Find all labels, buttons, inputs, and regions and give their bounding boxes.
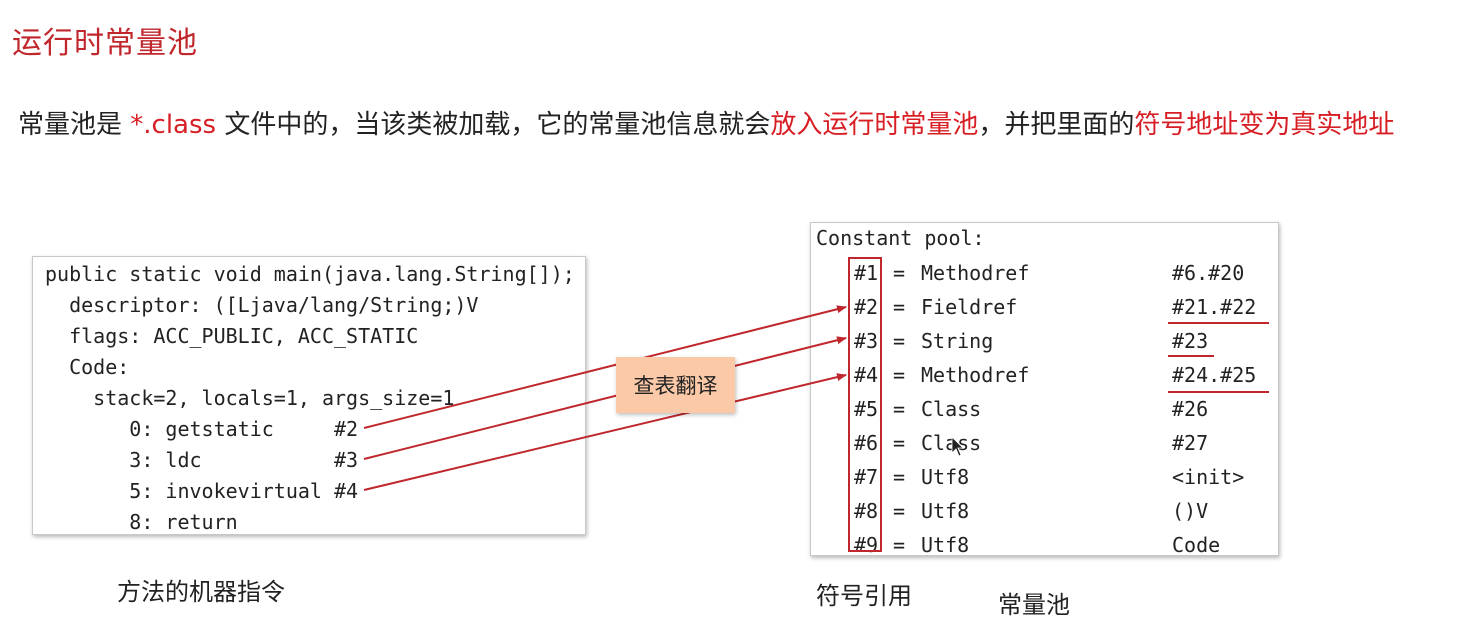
pool-type: Utf8 xyxy=(921,533,970,556)
code-line: Code: xyxy=(45,355,130,379)
pool-eq: = xyxy=(893,397,906,421)
pool-row: #1 = Methodref #6.#20 xyxy=(811,256,1278,290)
pool-ref: #8 xyxy=(854,499,879,523)
constant-pool-header: Constant pool: xyxy=(816,226,985,250)
pool-row: #4 = Methodref #24.#25 xyxy=(811,358,1278,392)
pool-type: Class xyxy=(921,397,982,421)
underline-string xyxy=(1168,355,1214,357)
code-line: 3: ldc #3 xyxy=(45,448,359,472)
pool-type: Methodref xyxy=(921,363,1030,387)
pool-eq: = xyxy=(893,363,906,387)
pool-value: <init> xyxy=(1172,465,1245,489)
lookup-translate-label: 查表翻译 xyxy=(616,357,735,413)
caption-machine-code: 方法的机器指令 xyxy=(117,578,285,606)
code-line: 8: return xyxy=(45,510,238,534)
pool-type: Fieldref xyxy=(921,295,1018,319)
pool-row: #5 = Class #26 xyxy=(811,392,1278,426)
pool-ref: #5 xyxy=(854,397,879,421)
pool-value: #6.#20 xyxy=(1172,261,1245,285)
pool-ref: #9 xyxy=(854,533,879,556)
pool-row: #3 = String #23 xyxy=(811,324,1278,358)
pool-row: #9 = Utf8 Code xyxy=(811,528,1278,556)
underline-methodref xyxy=(1168,391,1269,393)
code-line: public static void main(java.lang.String… xyxy=(45,262,575,286)
code-line: flags: ACC_PUBLIC, ACC_STATIC xyxy=(45,324,419,348)
pool-type: Methodref xyxy=(921,261,1030,285)
arrow-ref-4 xyxy=(363,373,847,491)
pool-eq: = xyxy=(893,431,906,455)
pool-ref: #6 xyxy=(854,431,879,455)
code-line: 0: getstatic #2 xyxy=(45,417,359,441)
code-line: 5: invokevirtual #4 xyxy=(45,479,359,503)
desc-part-3: 文件中的，当该类被加载，它的常量池信息就会 xyxy=(216,110,771,140)
pool-value: #26 xyxy=(1172,397,1209,421)
pool-row: #7 = Utf8 <init> xyxy=(811,460,1278,494)
pool-eq: = xyxy=(893,329,906,353)
pool-row: #6 = Class #27 xyxy=(811,426,1278,460)
pool-type: Utf8 xyxy=(921,499,970,523)
pool-type: String xyxy=(921,329,994,353)
caption-symbol-ref: 符号引用 xyxy=(816,582,912,610)
pool-ref: #2 xyxy=(854,295,879,319)
pool-ref: #7 xyxy=(854,465,879,489)
underline-fieldref xyxy=(1168,322,1269,324)
pool-value: ()V xyxy=(1172,499,1209,523)
code-line: descriptor: ([Ljava/lang/String;)V xyxy=(45,293,479,317)
arrow-ref-3 xyxy=(363,336,847,460)
pool-eq: = xyxy=(893,533,906,556)
pool-type: Class xyxy=(921,431,982,455)
code-line: stack=2, locals=1, args_size=1 xyxy=(45,386,455,410)
desc-part-5: ，并把里面的 xyxy=(978,110,1135,140)
description: 常量池是 *.class 文件中的，当该类被加载，它的常量池信息就会放入运行时常… xyxy=(18,104,1394,141)
pool-value: #27 xyxy=(1172,431,1209,455)
pool-ref: #4 xyxy=(854,363,879,387)
symbol-ref-highlight-box xyxy=(848,257,882,552)
pool-value: Code xyxy=(1172,533,1221,556)
arrow-ref-2 xyxy=(363,305,847,429)
desc-highlight-runtime-pool: 放入运行时常量池 xyxy=(770,110,979,140)
pool-ref: #3 xyxy=(854,329,879,353)
pool-value: #21.#22 xyxy=(1172,295,1257,319)
pool-type: Utf8 xyxy=(921,465,970,489)
pool-value: #23 xyxy=(1172,329,1209,353)
constant-pool-panel: Constant pool: #1 = Methodref #6.#20 #2 … xyxy=(810,222,1279,556)
desc-highlight-real-address: 符号地址变为真实地址 xyxy=(1134,110,1395,140)
desc-class-ext: *.class xyxy=(130,110,217,140)
pool-eq: = xyxy=(893,295,906,319)
caption-const-pool: 常量池 xyxy=(998,591,1070,619)
pool-value: #24.#25 xyxy=(1172,363,1257,387)
pool-row: #8 = Utf8 ()V xyxy=(811,494,1278,528)
pool-ref: #1 xyxy=(854,261,879,285)
pool-eq: = xyxy=(893,499,906,523)
page-title: 运行时常量池 xyxy=(12,26,198,61)
pool-eq: = xyxy=(893,261,906,285)
pool-eq: = xyxy=(893,465,906,489)
mouse-cursor-icon xyxy=(951,436,964,457)
desc-part-1: 常量池是 xyxy=(18,110,131,140)
pool-row: #2 = Fieldref #21.#22 xyxy=(811,290,1278,324)
